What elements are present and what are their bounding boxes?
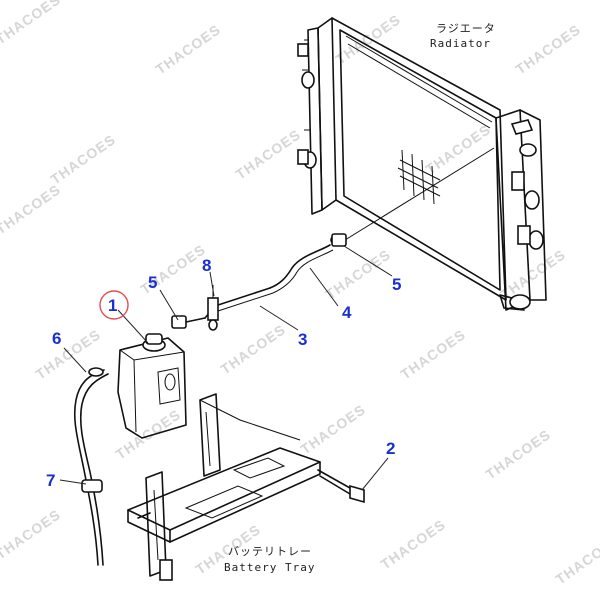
reserve-tank [117, 333, 187, 439]
tray-label-en: Battery Tray [224, 561, 315, 574]
battery-tray [127, 393, 321, 581]
hose-4 [269, 244, 331, 289]
clamp-radiator [330, 233, 347, 247]
radiator-label-en: Radiator [430, 37, 491, 50]
callout-4[interactable]: 4 [342, 303, 352, 322]
radiator [297, 17, 547, 311]
callout-3[interactable]: 3 [298, 330, 307, 349]
watermark: THACOES [423, 121, 494, 177]
callout-7[interactable]: 7 [46, 471, 55, 490]
callout-1[interactable]: 1 [108, 296, 117, 315]
watermark: THACOES [218, 321, 289, 377]
highlight-circle [99, 290, 129, 320]
hose-4-inner [272, 249, 334, 294]
watermark: THACOES [378, 516, 449, 572]
watermark: THACOES [513, 21, 584, 77]
watermark: THACOES [153, 21, 224, 77]
watermark: THACOES [0, 0, 64, 47]
watermark: THACOES [0, 181, 64, 237]
watermark: THACOES [483, 426, 554, 482]
callout-5-radiator[interactable]: 5 [392, 275, 401, 294]
radiator-label-jp: ラジエータ [436, 22, 496, 35]
watermark: THACOES [553, 531, 600, 587]
tray-label-jp: バッテリトレー [228, 545, 312, 558]
watermark: THACOES [298, 401, 369, 457]
clamp-tank [171, 315, 206, 329]
leader-lines [59, 245, 393, 491]
watermark: THACOES [398, 326, 469, 382]
watermark: THACOES [498, 246, 569, 302]
bolt-2 [317, 469, 365, 504]
watermark: THACOES [0, 506, 64, 562]
overflow-hose [73, 367, 109, 566]
watermark: THACOES [233, 126, 304, 182]
callout-2[interactable]: 2 [386, 439, 395, 458]
watermark: THACOES [48, 131, 119, 187]
callout-6[interactable]: 6 [52, 329, 61, 348]
hose-3-inner [217, 292, 274, 312]
callout-5-tank[interactable]: 5 [148, 273, 157, 292]
callout-8[interactable]: 8 [202, 256, 211, 275]
